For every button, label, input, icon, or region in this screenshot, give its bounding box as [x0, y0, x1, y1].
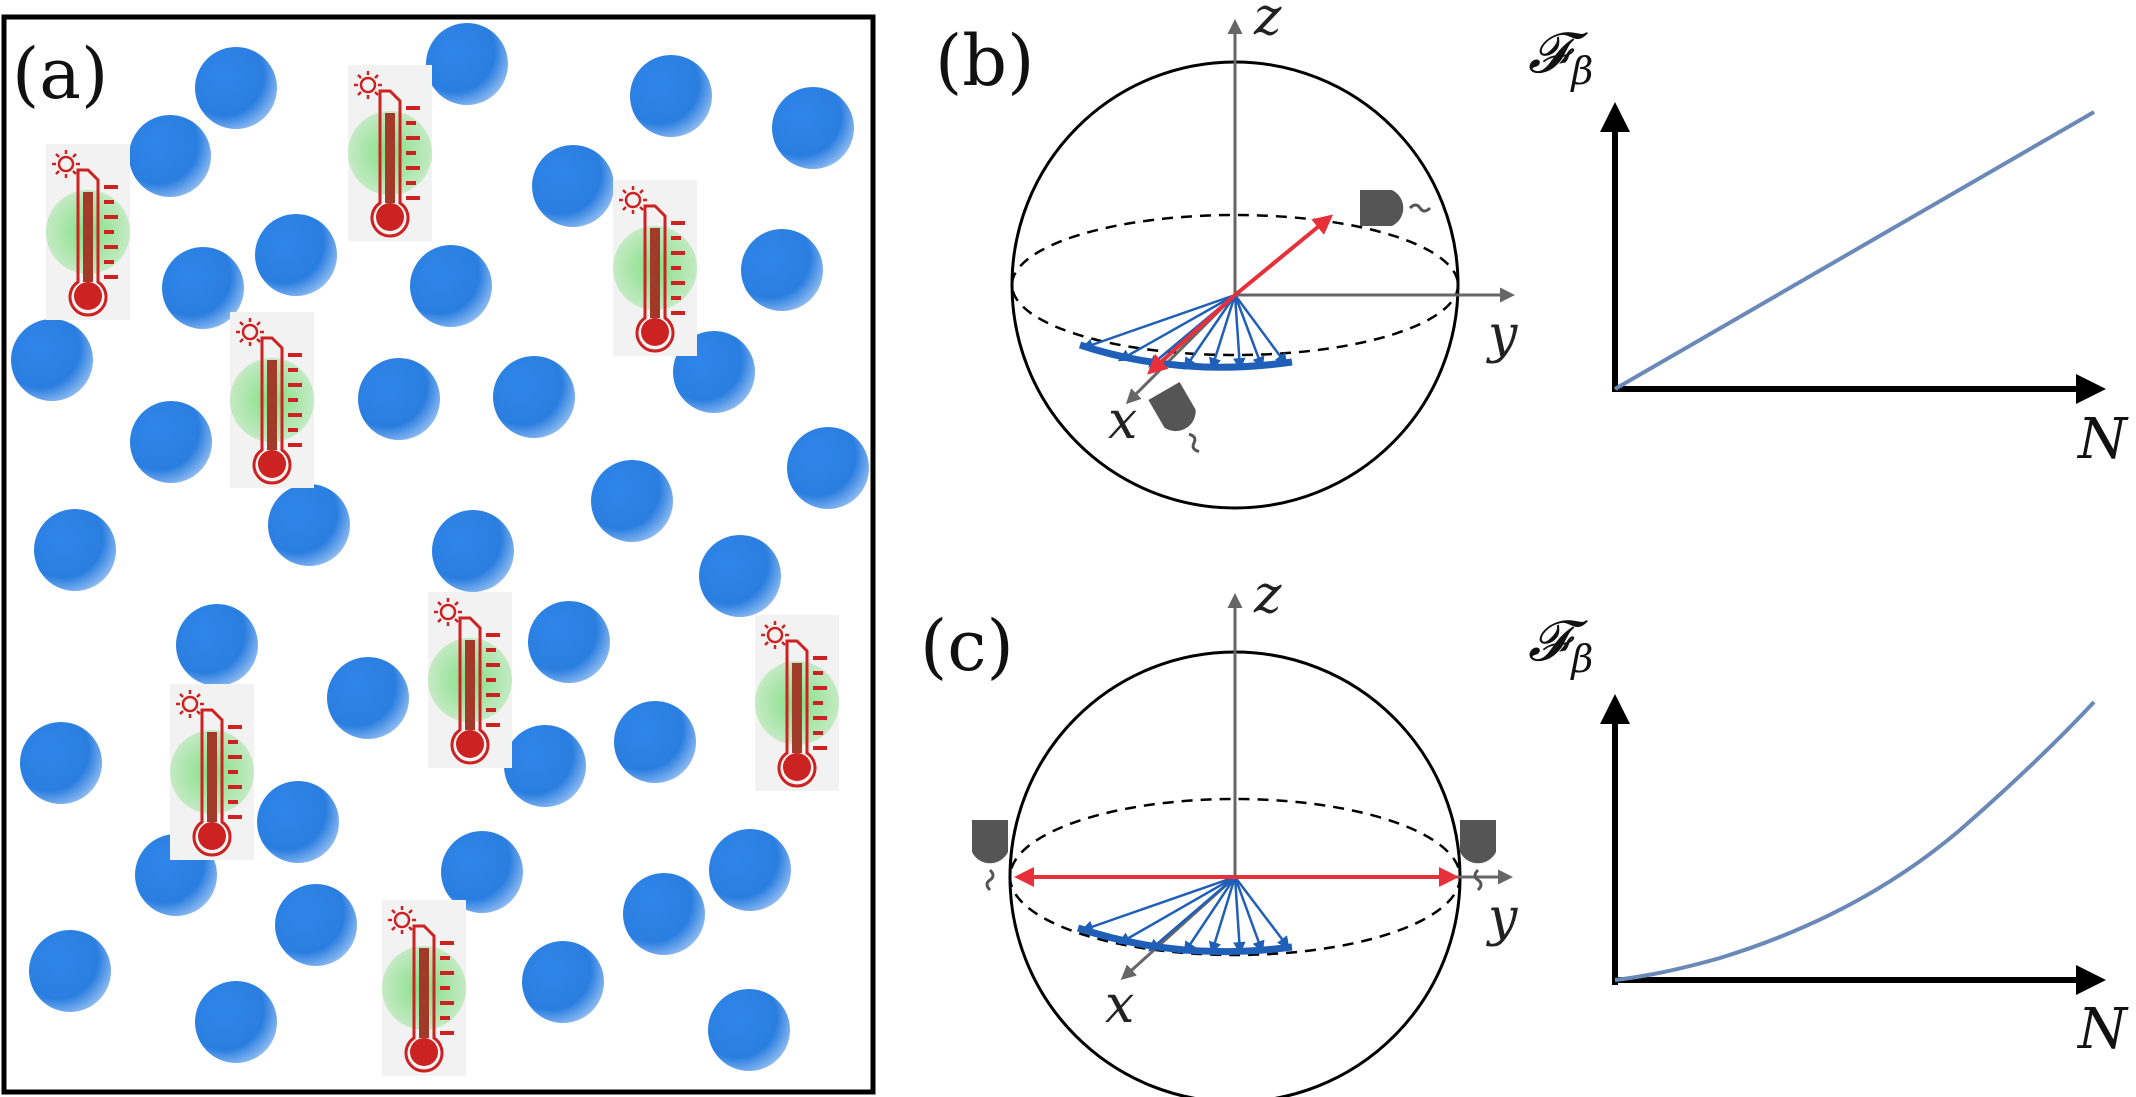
atom-icon: [630, 55, 712, 137]
atom-icon: [11, 319, 93, 401]
atom-icon: [275, 884, 357, 966]
atom-icon: [614, 701, 696, 783]
atom-icon: [410, 245, 492, 327]
plot-b-curve: [1613, 110, 2096, 391]
atom-icon: [162, 247, 244, 329]
plot-c-curve: [1614, 700, 2096, 982]
atom-icon: [493, 356, 575, 438]
atom-icon: [741, 229, 823, 311]
atom-icon: [29, 930, 111, 1012]
atom-icon: [268, 484, 350, 566]
detector-icon: [1458, 818, 1498, 892]
atom-icon: [441, 831, 523, 913]
atom-icon: [176, 604, 258, 686]
atom-icon: [195, 981, 277, 1063]
spin-fan: [1080, 875, 1290, 955]
atom-icon: [591, 460, 673, 542]
atom-icon: [528, 601, 610, 683]
detector-icon: [1146, 380, 1217, 463]
atom-icon: [426, 23, 508, 105]
detector-icon: [1358, 188, 1432, 228]
panel-c-label: (c): [920, 605, 1014, 687]
atom-icon: [129, 115, 211, 197]
spin-fan: [1080, 293, 1288, 371]
plot-b-xlabel: N: [2076, 407, 2129, 472]
thermometer-icon: [753, 613, 841, 793]
atom-cloud: [11, 23, 869, 1071]
atom-icon: [20, 722, 102, 804]
thermometer-icon: [228, 310, 316, 490]
state-arrow-up: [1233, 214, 1334, 297]
panel-a-label: (a): [12, 33, 108, 115]
panel-b-label: (b): [935, 20, 1034, 102]
x-axis-label: x: [1105, 975, 1134, 1035]
spin-arc: [1078, 341, 1293, 371]
atom-icon: [255, 214, 337, 296]
atom-icon: [623, 873, 705, 955]
y-axis-label: y: [1486, 888, 1518, 948]
atom-icon: [708, 989, 790, 1071]
panel-c: (c) z y x: [920, 565, 2129, 1097]
thermometer-icon: [168, 682, 256, 862]
panel-b: (b) z y x: [935, 0, 2129, 510]
equator-dashed: [1010, 213, 1460, 357]
plot-c-ylabel: 𝓕β: [1528, 609, 1593, 681]
plot-b: 𝓕β N: [1528, 21, 2129, 472]
bloch-sphere-c: z y x: [970, 565, 1518, 1097]
atom-icon: [257, 781, 339, 863]
z-axis-label: z: [1253, 565, 1282, 625]
z-axis-label: z: [1253, 0, 1282, 47]
atom-icon: [709, 829, 791, 911]
bloch-sphere-b: z y x: [1010, 0, 1518, 510]
detector-icon: [970, 818, 1010, 892]
atom-icon: [787, 427, 869, 509]
atom-icon: [327, 657, 409, 739]
thermometer-icon: [346, 63, 434, 243]
atom-icon: [772, 87, 854, 169]
state-arrow-x: [1147, 293, 1237, 375]
atom-icon: [699, 535, 781, 617]
thermometer-icon: [611, 178, 699, 358]
atom-icon: [34, 509, 116, 591]
thermometer-icon: [44, 142, 132, 322]
atom-icon: [130, 401, 212, 483]
atom-icon: [532, 145, 614, 227]
plot-c: 𝓕β N: [1528, 609, 2129, 1062]
plot-c-xlabel: N: [2076, 997, 2129, 1062]
atom-icon: [432, 510, 514, 592]
plot-b-ylabel: 𝓕β: [1528, 21, 1593, 93]
thermometer-icon: [380, 898, 468, 1078]
y-axis-label: y: [1486, 305, 1518, 365]
atom-icon: [522, 941, 604, 1023]
atom-icon: [195, 47, 277, 129]
x-axis-label: x: [1108, 391, 1137, 451]
atom-icon: [358, 358, 440, 440]
spin-arc: [1076, 924, 1293, 956]
panel-a: (a): [1, 14, 876, 1095]
thermometer-icon: [426, 590, 514, 770]
atom-icon: [504, 725, 586, 807]
